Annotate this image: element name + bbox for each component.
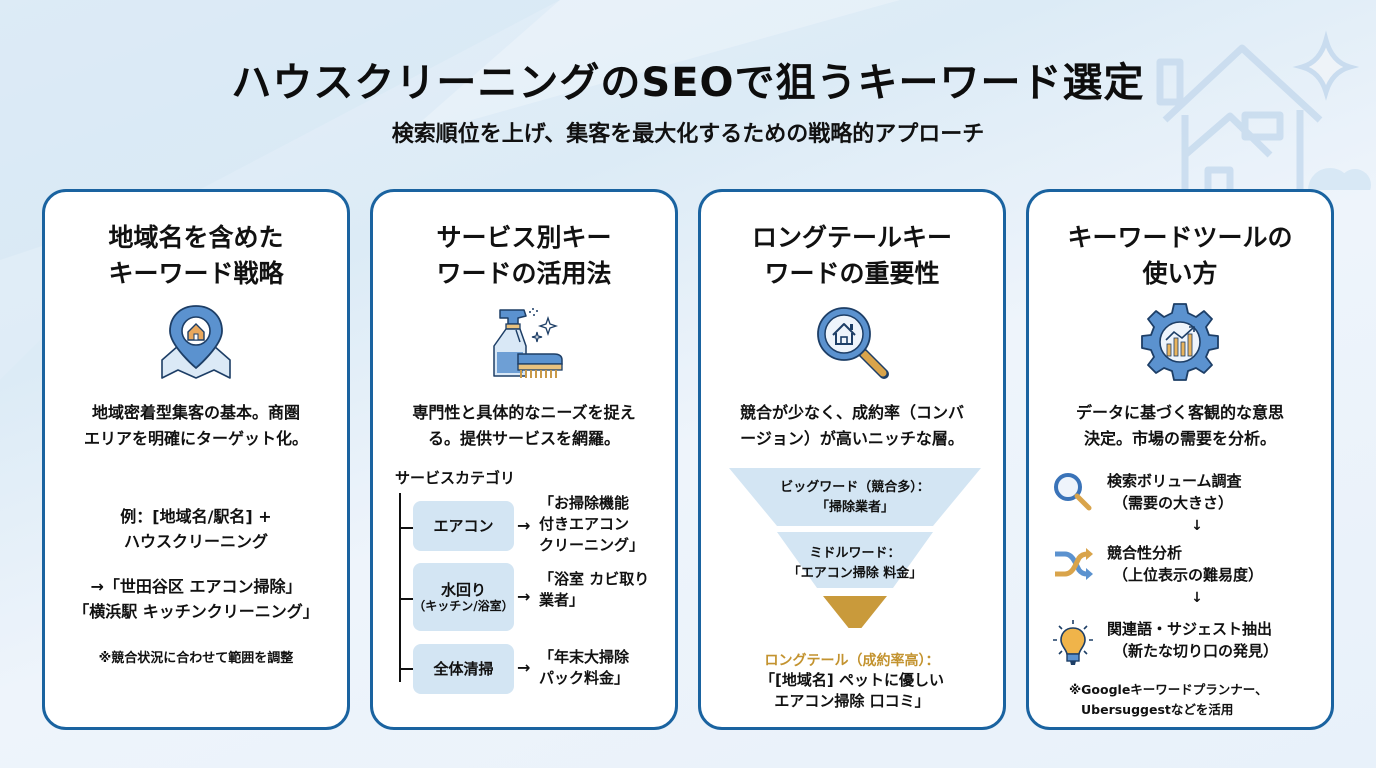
- category-subtext: （キッチン/浴室）: [413, 598, 514, 613]
- keyword-line: 「浴室 カビ取り: [539, 570, 650, 588]
- arrow-down-icon: ↓: [1191, 518, 1203, 534]
- category-name: 全体清掃: [433, 660, 494, 678]
- note-line: Ubersuggestなどを活用: [1081, 702, 1234, 717]
- card-description: データに基づく客観的な意思 決定。市場の需要を分析。: [1029, 400, 1331, 452]
- funnel-example-line: 「[地域名] ペットに優しい: [760, 671, 944, 689]
- card-longtail-keywords: ロングテールキー ワードの重要性 競合が少なく、成約率（コンバ ージョン）が高い…: [698, 189, 1006, 730]
- category-box: 水回り （キッチン/浴室）: [413, 563, 514, 631]
- funnel-longtail-label: ロングテール（成約率高）：: [764, 653, 940, 669]
- category-keyword: 「お掃除機能 付きエアコン クリーニング」: [539, 493, 644, 556]
- keyword-line: 「お掃除機能: [539, 494, 630, 512]
- tree-branch-line: [399, 527, 413, 529]
- card-description: 競合が少なく、成約率（コンバ ージョン）が高いニッチな層。: [701, 400, 1003, 452]
- description-line: 地域密着型集客の基本。商圏: [91, 403, 300, 422]
- card-note: ※競合状況に合わせて範囲を調整: [98, 651, 294, 666]
- example-keyword: →「世田谷区 エアコン掃除」: [90, 577, 302, 596]
- card-description: 地域密着型集客の基本。商圏 エリアを明確にターゲット化。: [45, 400, 347, 452]
- step-text: 関連語・サジェスト抽出 （新たな切り口の発見）: [1107, 618, 1278, 662]
- keyword-line: パック料金」: [539, 669, 630, 687]
- tree-label: サービスカテゴリ: [395, 469, 516, 487]
- house-decoration-icon: [1156, 30, 1371, 190]
- card-title-line: 地域名を含めた: [108, 223, 284, 252]
- step-text: 競合性分析 （上位表示の難易度）: [1107, 542, 1263, 586]
- card-title: キーワードツールの 使い方: [1029, 220, 1331, 292]
- lightbulb-icon: [1053, 620, 1093, 665]
- category-name: エアコン: [433, 517, 494, 535]
- tree-branch-line: [399, 668, 413, 670]
- description-line: 競合が少なく、成約率（コンバ: [739, 403, 964, 422]
- card-title-line: キーワード戦略: [108, 259, 284, 288]
- gear-chart-icon: [1141, 303, 1219, 381]
- card-title-line: ロングテールキー: [751, 223, 952, 252]
- funnel-big-word: ビッグワード（競合多）： 「掃除業者」: [729, 468, 981, 518]
- description-line: データに基づく客観的な意思: [1075, 403, 1284, 422]
- shuffle-arrows-icon: [1055, 548, 1093, 580]
- keyword-line: 業者」: [539, 591, 585, 609]
- description-line: エリアを明確にターゲット化。: [83, 429, 308, 448]
- funnel-shape: [729, 468, 981, 628]
- step-title: 競合性分析: [1107, 544, 1183, 562]
- description-line: 専門性と具体的なニーズを捉え: [412, 403, 636, 422]
- card-title: サービス別キー ワードの活用法: [373, 220, 675, 292]
- funnel-label: ビッグワード（競合多）：: [780, 480, 930, 495]
- category-keyword: 「浴室 カビ取り 業者」: [539, 569, 649, 611]
- description-line: 決定。市場の需要を分析。: [1083, 429, 1276, 448]
- step-subtitle: （需要の大きさ）: [1113, 494, 1234, 512]
- tree-trunk-line: [399, 493, 401, 682]
- description-line: る。提供サービスを網羅。: [427, 429, 620, 448]
- page-subtitle: 検索順位を上げ、集客を最大化するための戦略的アプローチ: [391, 122, 985, 147]
- card-title-line: キーワードツールの: [1067, 223, 1293, 252]
- arrow-right-icon: →: [517, 587, 531, 606]
- tool-step: 検索ボリューム調査 （需要の大きさ）: [1051, 470, 1331, 516]
- card-title: ロングテールキー ワードの重要性: [701, 220, 1003, 292]
- description-line: ージョン）が高いニッチな層。: [740, 429, 964, 448]
- keyword-formula: 例：[地域名/駅名] + ハウスクリーニング: [45, 504, 347, 554]
- card-local-keywords: 地域名を含めた キーワード戦略 地域密着型集客の基本。商圏 エリアを明確にターゲ…: [42, 189, 350, 730]
- page-title: ハウスクリーニングのSEOで狙うキーワード選定: [231, 60, 1145, 106]
- arrow-down-icon: ↓: [1191, 590, 1203, 606]
- funnel-example: 「掃除業者」: [815, 500, 894, 515]
- funnel-longtail-example: 「[地域名] ペットに優しい エアコン掃除 口コミ」: [701, 670, 1003, 712]
- formula-line: 例：[地域名/駅名] +: [120, 507, 272, 526]
- magnifier-house-icon: [817, 307, 889, 379]
- step-subtitle: （新たな切り口の発見）: [1113, 642, 1279, 660]
- funnel-middle-word: ミドルワード： 「エアコン掃除 料金」: [729, 534, 981, 584]
- keyword-funnel: ビッグワード（競合多）： 「掃除業者」 ミドルワード： 「エアコン掃除 料金」: [729, 468, 981, 628]
- category-box: 全体清掃: [413, 644, 514, 694]
- card-title-line: ワードの活用法: [436, 259, 612, 288]
- formula-line: ハウスクリーニング: [123, 532, 268, 551]
- category-keyword: 「年末大掃除 パック料金」: [539, 647, 629, 689]
- category-box: エアコン: [413, 501, 514, 551]
- step-subtitle: （上位表示の難易度）: [1113, 566, 1264, 584]
- funnel-label: ミドルワード：: [809, 546, 901, 561]
- step-text: 検索ボリューム調査 （需要の大きさ）: [1107, 470, 1242, 514]
- keyword-line: 「年末大掃除: [539, 648, 630, 666]
- tree-branch-line: [399, 598, 413, 600]
- example-keyword: 「横浜駅 キッチンクリーニング」: [73, 602, 319, 621]
- card-title-line: サービス別キー: [436, 223, 612, 252]
- funnel-example-line: エアコン掃除 口コミ」: [774, 692, 930, 710]
- card-title: 地域名を含めた キーワード戦略: [45, 220, 347, 292]
- map-pin-house-icon: [161, 305, 231, 379]
- note-line: ※Googleキーワードプランナー、: [1069, 682, 1268, 697]
- card-title-line: ワードの重要性: [764, 259, 940, 288]
- tool-step: 関連語・サジェスト抽出 （新たな切り口の発見）: [1051, 618, 1331, 665]
- step-title: 関連語・サジェスト抽出: [1107, 620, 1273, 638]
- card-service-keywords: サービス別キー ワードの活用法 専門性と具体的なニーズを捉え る。提供サービスを…: [370, 189, 678, 730]
- tool-step: 競合性分析 （上位表示の難易度）: [1051, 542, 1331, 588]
- spray-brush-icon: [493, 308, 563, 378]
- arrow-right-icon: →: [517, 516, 531, 535]
- category-name: 水回り: [440, 580, 486, 599]
- card-keyword-tools: キーワードツールの 使い方 データに基づく客観的な意思 決定。市場の需要を分析。…: [1026, 189, 1334, 730]
- keyword-line: 付きエアコン: [539, 515, 630, 533]
- keyword-line: クリーニング」: [539, 536, 645, 554]
- arrow-right-icon: →: [517, 658, 531, 677]
- card-note: ※Googleキーワードプランナー、 Ubersuggestなどを活用: [1069, 680, 1268, 720]
- step-title: 検索ボリューム調査: [1107, 472, 1242, 490]
- keyword-examples: →「世田谷区 エアコン掃除」 「横浜駅 キッチンクリーニング」: [45, 574, 347, 624]
- card-description: 専門性と具体的なニーズを捉え る。提供サービスを網羅。: [373, 400, 675, 452]
- funnel-example: 「エアコン掃除 料金」: [787, 566, 923, 581]
- search-icon: [1054, 473, 1092, 511]
- card-title-line: 使い方: [1142, 259, 1218, 288]
